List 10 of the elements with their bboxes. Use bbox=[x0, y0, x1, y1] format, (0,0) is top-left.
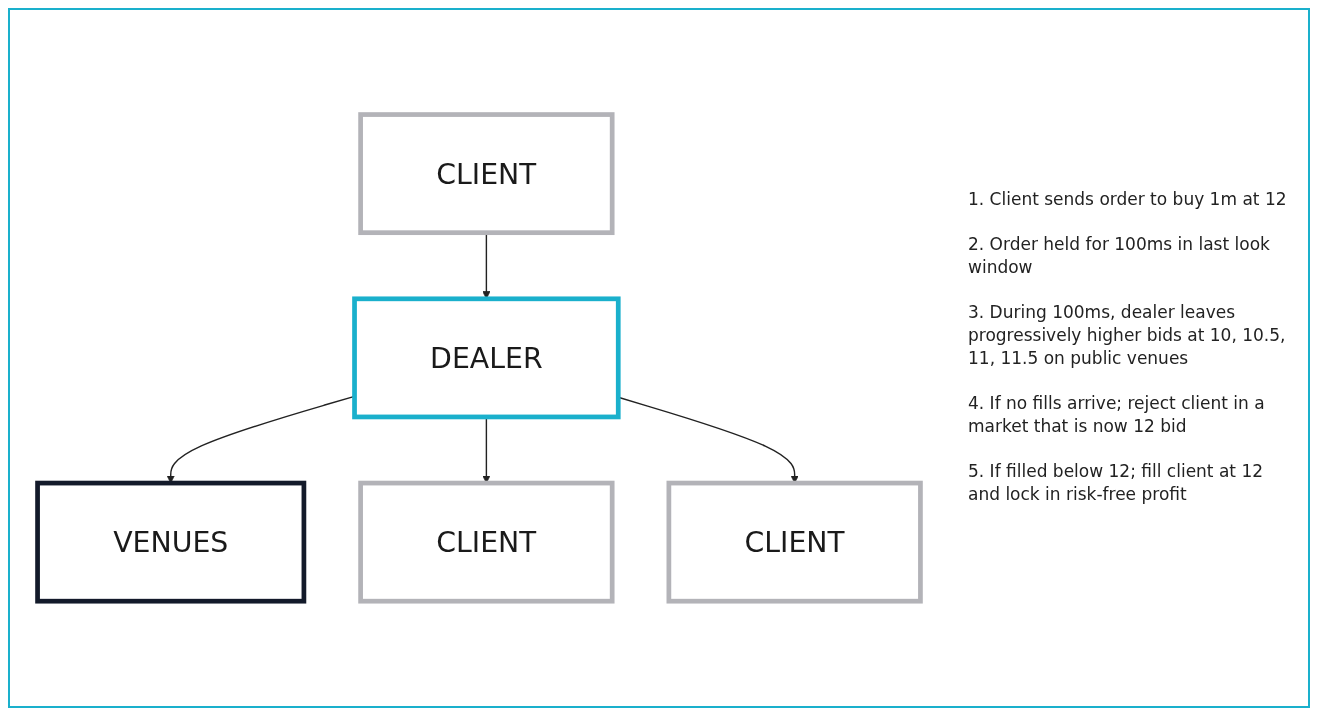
node-box: VENUES bbox=[35, 480, 307, 604]
node-box: CLIENT bbox=[666, 480, 923, 604]
note-text: 3. During 100ms, dealer leaves progressively higher bids at 10, 10.5, 11, 11.5 on public venues bbox=[968, 301, 1287, 370]
node-box: CLIENT bbox=[358, 480, 615, 604]
node-box: CLIENT bbox=[358, 112, 615, 236]
note-text: 4. If no fills arrive; reject client in a market that is now 12 bid bbox=[968, 391, 1266, 438]
note-text: 1. Client sends order to buy 1m at 12 bbox=[968, 188, 1288, 212]
node-box: DEALER bbox=[352, 296, 621, 420]
note-text: 2. Order held for 100ms in last look window bbox=[968, 233, 1271, 280]
note-text: 5. If filled below 12; fill client at 12 and lock in risk-free profit bbox=[968, 459, 1265, 506]
